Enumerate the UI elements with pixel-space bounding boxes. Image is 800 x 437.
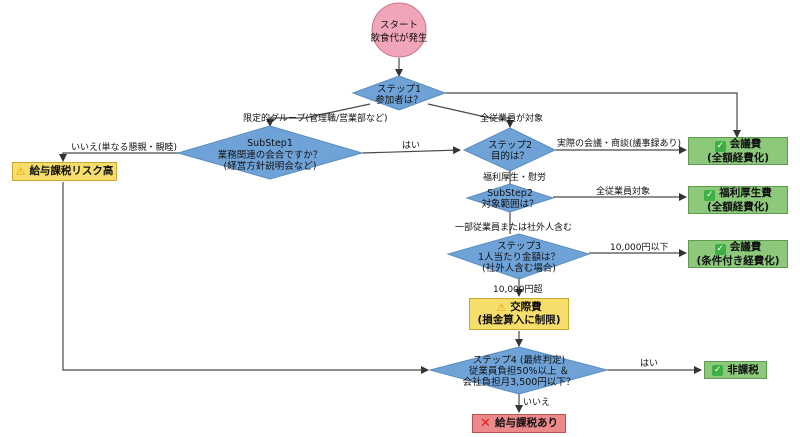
edge-label-yes4: はい	[640, 358, 658, 369]
warning-icon: ⚠	[496, 301, 507, 315]
edge-label-partial: 一部従業員または社外人含む	[455, 221, 572, 233]
result-welfare-full: ✓福利厚生費 (全額経費化)	[688, 186, 788, 214]
step3-label-2: 1人当たり金額は？	[478, 251, 560, 263]
edge-step1-substep1	[266, 103, 371, 127]
start-label-1: スタート	[380, 20, 418, 31]
substep1-label-3: (経営方針説明会など)	[224, 160, 317, 172]
decision-step3: ステップ3 1人当たり金額は？ (社外人含む場合)	[446, 233, 591, 280]
substep2-label-2: 対象範囲は？	[481, 198, 538, 210]
edge-label-no-social: いいえ(単なる懇親・親睦)	[71, 141, 177, 153]
substep1-label-2: 業務関連の会合ですか？	[218, 149, 323, 161]
step1-label-1: ステップ1	[377, 84, 421, 95]
step3-label-3: (社外人含む場合)	[482, 262, 556, 274]
result-salary-risk: ⚠給与課税リスク高	[12, 162, 117, 181]
check-icon: ✓	[704, 189, 716, 201]
edges	[59, 58, 741, 413]
decision-substep2: SubStep2 対象範囲は？	[465, 183, 555, 213]
decision-step1: ステップ1 参加者は？	[351, 75, 447, 111]
substep1-label-1: SubStep1	[247, 138, 293, 149]
result-entertainment: ⚠交際費 (損金算入に制限)	[469, 298, 569, 330]
step4-label-2: 従業員負担50%以上 ＆	[469, 365, 569, 377]
start-node: スタート 飲食代が発生	[370, 2, 428, 58]
edge-label-actual-meeting: 実際の会議・商談(議事録あり)	[557, 137, 681, 149]
step2-label-1: ステップ2	[488, 140, 532, 151]
decision-step4: ステップ4 (最終判定) 従業員負担50%以上 ＆ 会社負担月3,500円以下？	[428, 346, 609, 395]
cross-icon: ✕	[480, 416, 491, 431]
decision-substep1: SubStep1 業務関連の会合ですか？ (経営方針説明会など)	[176, 125, 364, 180]
check-icon: ✓	[714, 140, 726, 152]
edge-substep1-salary-risk	[59, 152, 180, 162]
step1-label-2: 参加者は？	[375, 94, 423, 106]
result-salary-taxed: ✕給与課税あり	[472, 414, 566, 433]
result-salary-taxed-title: 給与課税あり	[494, 417, 558, 430]
result-entertainment-sub: (損金算入に制限)	[477, 314, 561, 326]
start-label-2: 飲食代が発生	[370, 32, 428, 44]
step2-label-2: 目的は？	[491, 150, 529, 162]
result-meeting-full: ✓会議費 (全額経費化)	[688, 137, 788, 165]
result-meeting-cond-sub: (条件付き経費化)	[696, 254, 780, 267]
edge-step1-right-meeting	[445, 92, 741, 138]
edge-label-over-10000: 10,000円超	[493, 283, 543, 295]
edge-label-under-10000: 10,000円以下	[610, 242, 669, 253]
result-meeting-cond-title: 会議費	[729, 240, 762, 253]
edge-label-yes1: はい	[402, 140, 420, 151]
step4-label-3: 会社負担月3,500円以下？	[463, 376, 576, 388]
edge-salary-risk-step4	[62, 182, 429, 374]
result-welfare-full-sub: (全額経費化)	[706, 200, 770, 213]
edge-label-all-employees: 全従業員が対象	[480, 112, 543, 124]
edge-step1-step2	[427, 103, 514, 128]
result-non-taxable-title: 非課税	[727, 363, 759, 376]
result-salary-risk-title: 給与課税リスク高	[29, 165, 114, 178]
check-icon: ✓	[712, 364, 724, 376]
result-non-taxable: ✓非課税	[704, 361, 767, 379]
result-meeting-full-title: 会議費	[729, 137, 762, 150]
result-welfare-full-title: 福利厚生費	[719, 186, 772, 199]
edge-label-welfare: 福利厚生・慰労	[483, 171, 546, 183]
step4-label-1: ステップ4 (最終判定)	[473, 354, 565, 366]
result-entertainment-title: 交際費	[510, 301, 542, 314]
result-meeting-conditional: ✓会議費 (条件付き経費化)	[688, 240, 788, 268]
edge-label-all-employees-target: 全従業員対象	[596, 185, 650, 197]
edge-substep1-step2	[361, 146, 461, 155]
substep2-label-1: SubStep2	[487, 188, 533, 199]
decision-step2: ステップ2 目的は？	[462, 127, 557, 172]
warning-icon: ⚠	[15, 165, 26, 178]
edge-label-no4: いいえ	[523, 397, 550, 408]
edge-label-limited-group: 限定的グループ(管理職/営業部など)	[243, 112, 388, 124]
result-meeting-full-sub: (全額経費化)	[706, 151, 770, 164]
check-icon: ✓	[714, 243, 726, 255]
step3-label-1: ステップ3	[497, 241, 541, 252]
